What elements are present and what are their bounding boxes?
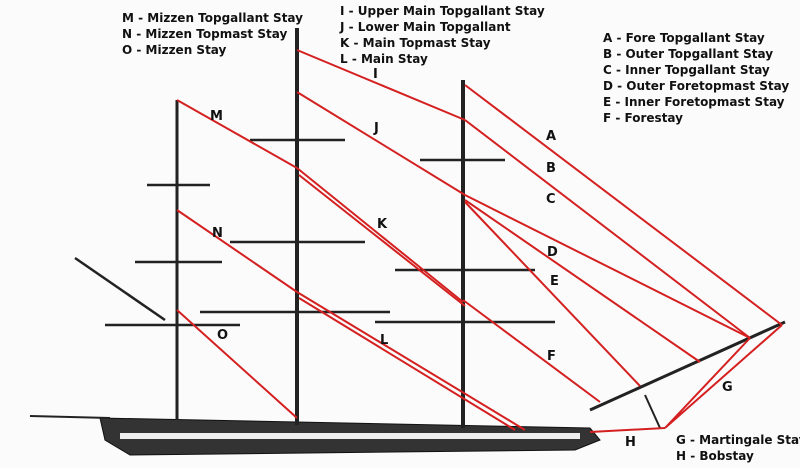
legend-k: K - Main Topmast Stay <box>340 36 491 50</box>
stay-m <box>176 99 298 169</box>
bowsprit <box>589 320 786 412</box>
label-g: G <box>722 380 733 395</box>
stay-j <box>296 91 466 196</box>
label-e: E <box>550 274 559 289</box>
legend-h: H - Bobstay <box>676 449 754 463</box>
stay-f <box>462 299 601 403</box>
dolphin-striker <box>644 394 661 429</box>
label-d: D <box>547 245 558 260</box>
legend-b: B - Outer Topgallant Stay <box>603 47 774 61</box>
stay-c <box>464 194 751 339</box>
legend-e: E - Inner Foretopmast Stay <box>603 95 785 109</box>
label-n: N <box>212 226 223 241</box>
legend-m: M - Mizzen Topgallant Stay <box>122 11 303 25</box>
legend-g: G - Martingale Stay <box>676 433 800 447</box>
label-b: B <box>546 161 556 176</box>
label-o: O <box>217 328 229 343</box>
stay-d <box>464 199 701 363</box>
label-h: H <box>625 435 636 450</box>
label-l: L <box>380 333 389 348</box>
ship-rigging <box>29 28 786 456</box>
legend-l: L - Main Stay <box>340 52 428 66</box>
stay-h <box>589 427 666 433</box>
label-c: C <box>546 192 556 207</box>
label-m: M <box>210 109 223 124</box>
stay-l <box>296 291 526 431</box>
stay-b <box>464 119 751 339</box>
hull-stripe <box>120 433 580 439</box>
legend-i: I - Upper Main Topgallant Stay <box>340 4 545 18</box>
legend-mizzen: M - Mizzen Topgallant Stay N - Mizzen To… <box>122 10 303 58</box>
stay-o <box>176 309 298 419</box>
label-a: A <box>546 129 557 144</box>
legend-fore: A - Fore Topgallant Stay B - Outer Topga… <box>603 30 789 126</box>
legend-f: F - Forestay <box>603 111 683 125</box>
stay-l2 <box>298 297 516 431</box>
stay-e <box>464 201 641 387</box>
legend-d: D - Outer Foretopmast Stay <box>603 79 790 93</box>
label-f: F <box>547 349 556 364</box>
label-i: I <box>373 67 378 82</box>
stay-k2 <box>298 174 466 307</box>
legend-n: N - Mizzen Topmast Stay <box>122 27 288 41</box>
stay-a <box>464 84 783 326</box>
stay-g <box>664 324 783 429</box>
legend-c: C - Inner Topgallant Stay <box>603 63 770 77</box>
legend-main: I - Upper Main Topgallant Stay J - Lower… <box>340 3 545 67</box>
legend-bow: G - Martingale Stay H - Bobstay <box>676 432 800 464</box>
yards <box>74 138 555 327</box>
stay-n <box>176 209 298 293</box>
legend-j: J - Lower Main Topgallant <box>340 20 511 34</box>
label-j: J <box>374 121 379 136</box>
label-k: K <box>377 217 388 232</box>
stays <box>176 49 783 433</box>
stay-k <box>296 167 464 303</box>
legend-o: O - Mizzen Stay <box>122 43 227 57</box>
legend-a: A - Fore Topgallant Stay <box>603 31 765 45</box>
stay-i <box>296 49 466 121</box>
